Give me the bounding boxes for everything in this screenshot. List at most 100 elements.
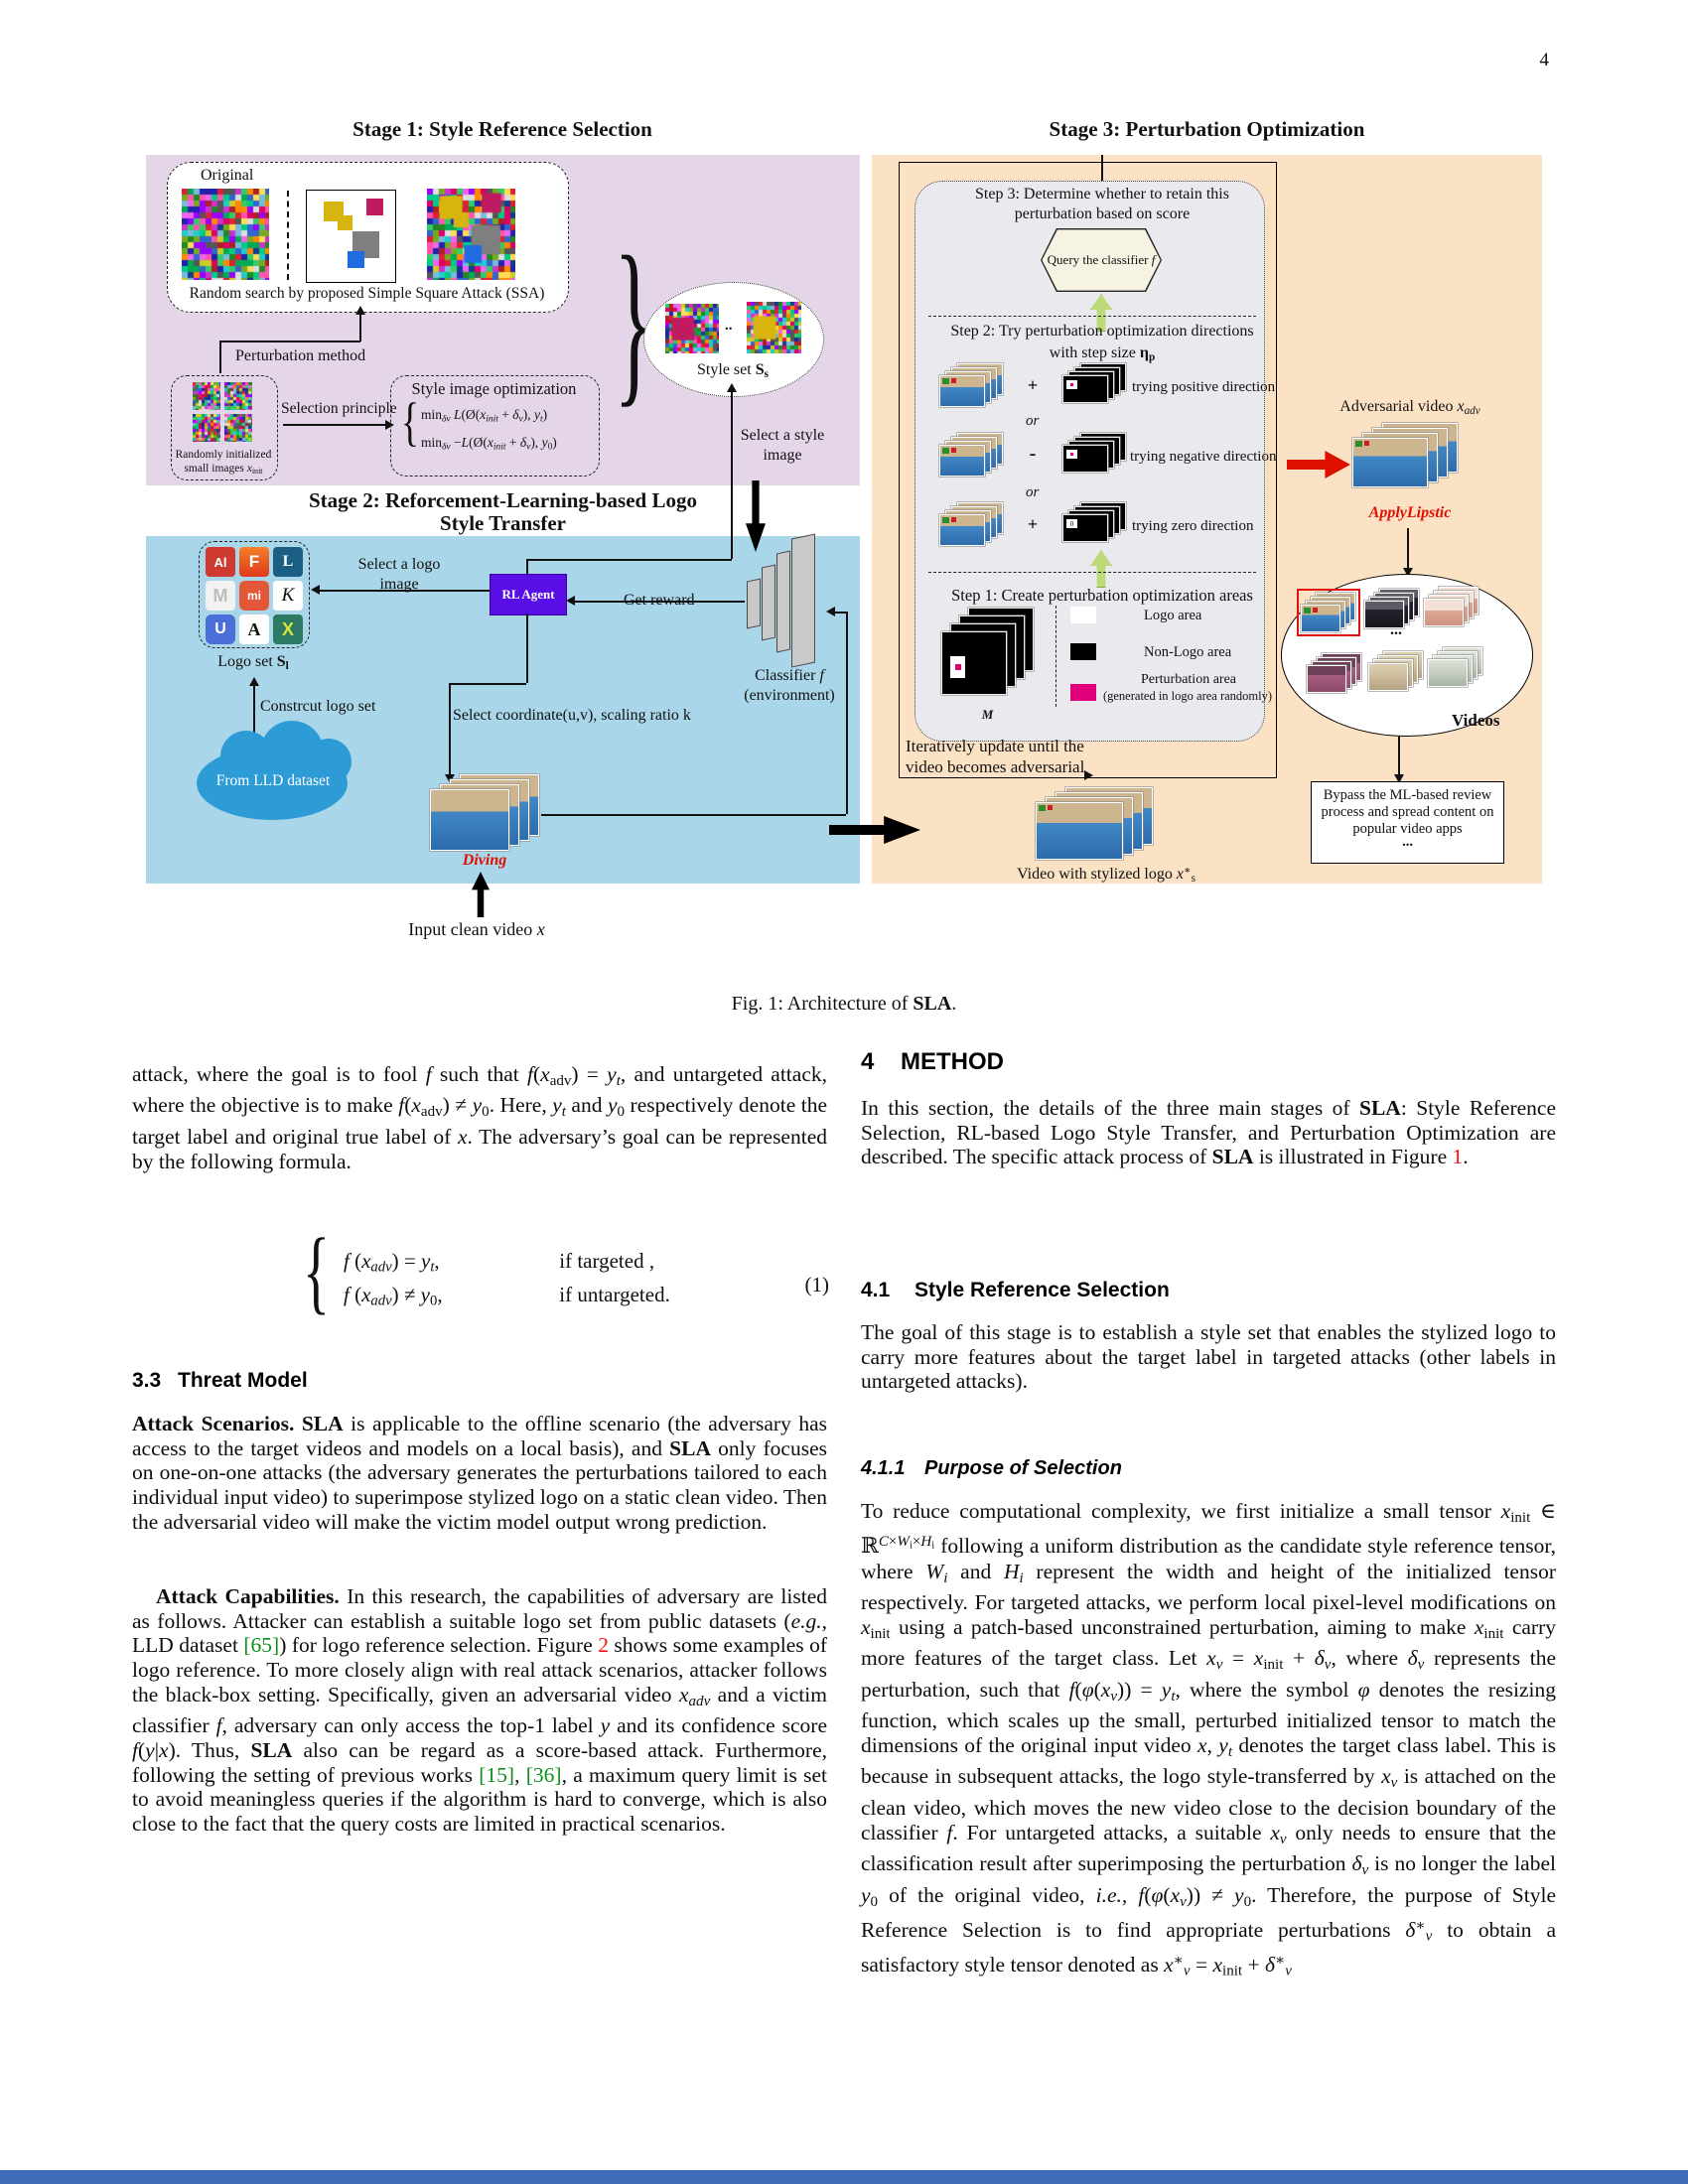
video-frame [1424,599,1464,626]
stage3-title: Stage 3: Perturbation Optimization [1049,117,1365,141]
gr-line [572,601,745,603]
figure-ref[interactable]: 1 [1452,1145,1464,1169]
iter-arrowhead [1084,770,1093,780]
select-logo-label-1: Select a logo [357,556,441,573]
bypass-line-4: ... [1402,834,1413,850]
stage2-title-line2: Style Transfer [440,511,566,535]
query-classifier-hexagon: Query the classifier f [1041,228,1162,292]
video-frame [1062,375,1108,403]
lld-cloud-label: From LLD dataset [215,772,331,789]
video-frame [1036,802,1123,860]
heading-4-1-title: Style Reference Selection [914,1279,1170,1301]
classifier-layer-1 [747,578,761,629]
heading-4-1-number: 4.1 [861,1279,891,1301]
rl-agent-label: RL Agent [501,587,555,602]
stylized-video-label: Video with stylized logo x∗s [1017,865,1196,885]
video-frame [1307,665,1346,693]
zero-video-stack [939,502,1003,546]
query-classifier-label: Query the classifier f [1047,252,1156,267]
neg-video-stack [939,433,1003,477]
logo-set-label: Logo set Sl [217,653,289,672]
equation-row2-math: f (xadv) ≠ y0, [344,1283,443,1309]
blue-square [348,251,364,268]
vc-line-v [846,612,848,814]
zero-label: trying zero direction [1132,518,1254,534]
rl-agent-box: RL Agent [490,574,567,615]
logo-l: L [273,547,303,577]
sp-line [283,424,386,426]
ssa-caption: Random search by proposed Simple Square … [189,285,545,302]
select-coord-label: Select coordinate(u,v), scaling ratio k [453,707,691,724]
neg-label: trying negative direction [1130,449,1277,465]
logo-grid: Al F L M mi K U A X [206,547,303,644]
style-opt-box [390,375,600,477]
equation-row1-cond: if targeted , [559,1249,655,1273]
figure-ref[interactable]: 2 [598,1633,609,1658]
video-frame [1301,605,1340,632]
applylipstic-label: ApplyLipstic [1368,504,1452,521]
ellipse-video-band [1364,589,1419,628]
input-clean-label: Input clean video x [408,919,545,939]
video-frame [1364,601,1404,628]
sp-arrowhead [385,420,394,430]
square-pattern-image [306,190,396,283]
ellipse-video-handstand [1368,651,1423,691]
videos-label: Videos [1452,711,1500,730]
classifier-layer-4 [791,533,815,668]
legend-separator [1055,606,1056,707]
rv-arrowhead [445,774,455,783]
pos-mask-stack [1062,363,1126,403]
equation-1: { f (xadv) = yt, if targeted , f (xadv) … [256,1225,812,1332]
crimson-square [366,199,383,215]
citation-ref[interactable]: [36] [525,1762,562,1787]
video-frame [1352,438,1428,487]
video-frame [939,375,985,407]
classifier-layer-3 [776,550,790,653]
style-opt-title: Style image optimization [411,379,577,398]
heading-3-3-number: 3.3 [132,1369,162,1392]
equation-number: (1) [804,1273,830,1297]
pm-line-h [219,341,360,342]
video-frame [939,514,985,546]
s3-top-line [1101,155,1103,181]
legend-label-perturbation-2: (generated in logo area randomly) [1102,689,1273,703]
legend-swatch-nonlogo [1070,643,1096,660]
paragraph-style-reference: The goal of this stage is to establish a… [861,1320,1556,1394]
pos-label: trying positive direction [1132,379,1276,395]
noise-image-original [182,189,269,280]
construct-label: Constrcut logo set [260,698,376,715]
m-label: M [981,707,994,722]
perturbation-method-label: Perturbation method [235,347,366,364]
citation-ref[interactable]: [65] [243,1633,280,1658]
zero-mask-stack: 0 [1062,502,1126,542]
yellow-square-small [338,215,352,230]
vc-arrowhead [826,607,835,616]
fb-line-v [731,389,733,559]
style-image-2 [747,302,801,353]
stylized-video-stack [1036,787,1153,860]
citation-ref[interactable]: [15] [479,1762,515,1787]
heading-3-3-title: Threat Model [178,1369,308,1392]
video-frame [1062,445,1108,473]
vc-line-h2 [834,612,846,614]
ssa-separator [287,191,289,280]
rv-line-v2 [449,683,451,774]
pos-op: + [1027,375,1039,395]
classifier-layer-2 [762,564,775,641]
paragraph-intro: attack, where the goal is to fool f such… [132,1062,827,1173]
step3-label-2: perturbation based on score [1014,205,1191,222]
logo-set-box [199,541,310,648]
divider-step23 [928,316,1256,317]
select-style-label-1: Select a style [740,427,825,444]
vc-line-h [541,814,846,816]
random-init-caption-1: Randomly initialized [175,449,272,461]
video-frame [430,789,509,851]
be-arrowhead [1394,774,1404,783]
heading-4-1: 4.1 Style Reference Selection [861,1279,1170,1302]
paragraph-attack-capabilities: Attack Capabilities. In this research, t… [132,1584,828,1837]
fb-arrowhead [727,383,737,392]
adversarial-video-label: Adversarial video xadv [1339,398,1480,417]
logo-a: A [239,614,269,644]
